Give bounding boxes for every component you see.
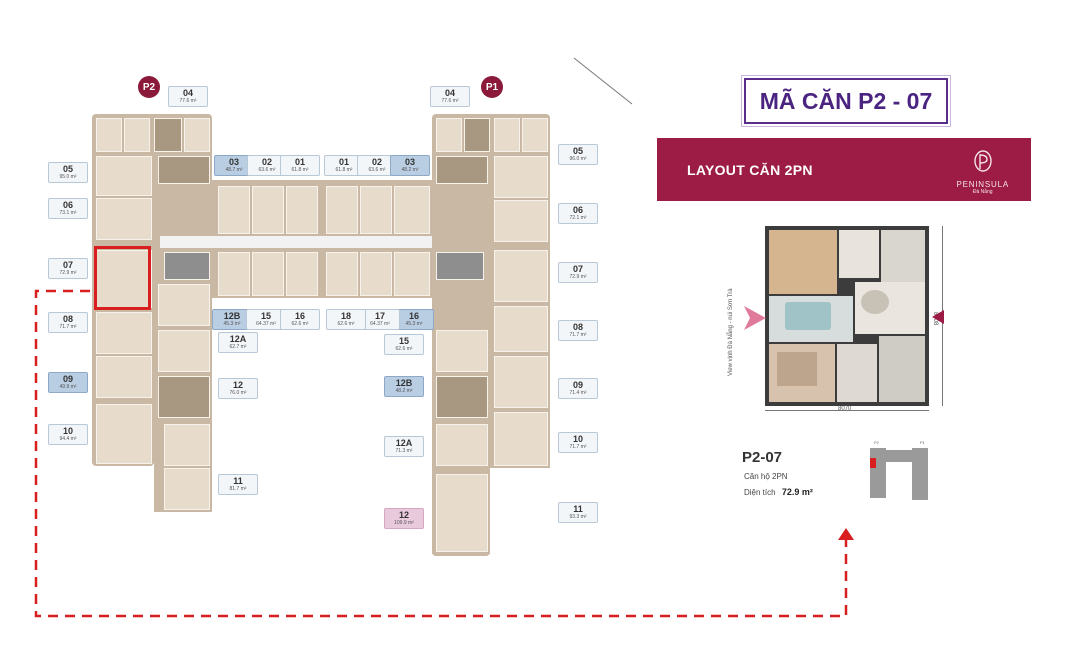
key-plan-selected <box>870 458 876 468</box>
key-plan: P2 P1 <box>866 440 936 500</box>
brand-logo: PENINSULA Đà Nẵng <box>956 149 1009 195</box>
key-plan-p2-label: P2 <box>874 440 879 445</box>
tower-badge-p1: P1 <box>481 76 503 98</box>
banner-title: LAYOUT CĂN 2PN <box>687 161 813 178</box>
tower-badge-p2: P2 <box>138 76 160 98</box>
view-marker-icon <box>932 310 944 324</box>
width-dimension: 8070 <box>838 406 852 412</box>
unit-type: Căn hộ 2PN <box>744 472 788 481</box>
selected-unit-highlight[interactable] <box>94 246 151 310</box>
unit-area-value: 72.9 m² <box>781 487 813 497</box>
apartment-plan <box>765 226 929 406</box>
view-arrow-icon <box>744 306 766 330</box>
unit-code-title: MÃ CĂN P2 - 07 <box>744 78 948 124</box>
view-label: View vịnh Đà Nẵng - núi Sơn Trà <box>728 288 734 376</box>
brand-sub: Đà Nẵng <box>972 189 993 195</box>
unit-area-row: Diện tích 72.9 m² <box>744 487 813 497</box>
brand-name: PENINSULA <box>956 180 1009 189</box>
unit-code: P2-07 <box>742 449 783 466</box>
corridor <box>160 236 492 248</box>
layout-banner: LAYOUT CĂN 2PN PENINSULA Đà Nẵng <box>657 138 1031 201</box>
unit-area-label: Diện tích <box>744 488 776 497</box>
key-plan-p1-label: P1 <box>920 440 925 445</box>
peninsula-logo-icon <box>974 150 992 172</box>
dim-line-h <box>765 410 929 411</box>
